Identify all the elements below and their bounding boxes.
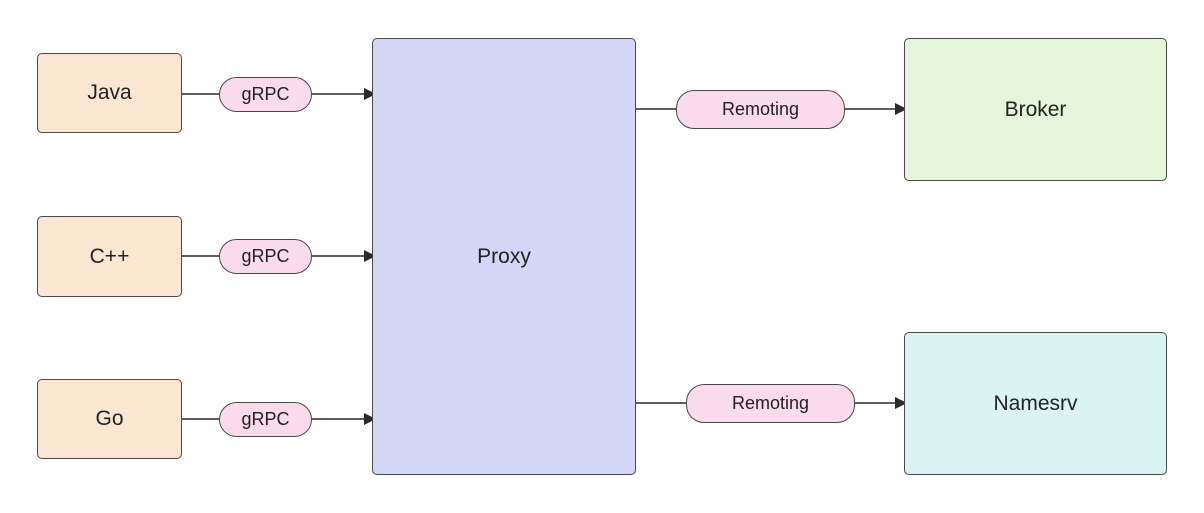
node-go: Go — [37, 379, 182, 459]
edge-label-cpp-proxy: gRPC — [219, 239, 312, 274]
node-java: Java — [37, 53, 182, 133]
node-namesrv: Namesrv — [904, 332, 1167, 475]
node-proxy: Proxy — [372, 38, 636, 475]
node-cpp: C++ — [37, 216, 182, 297]
node-broker: Broker — [904, 38, 1167, 181]
edge-label-proxy-namesrv: Remoting — [686, 384, 855, 423]
edge-label-proxy-broker: Remoting — [676, 90, 845, 129]
edge-label-go-proxy: gRPC — [219, 402, 312, 437]
edge-label-java-proxy: gRPC — [219, 77, 312, 112]
